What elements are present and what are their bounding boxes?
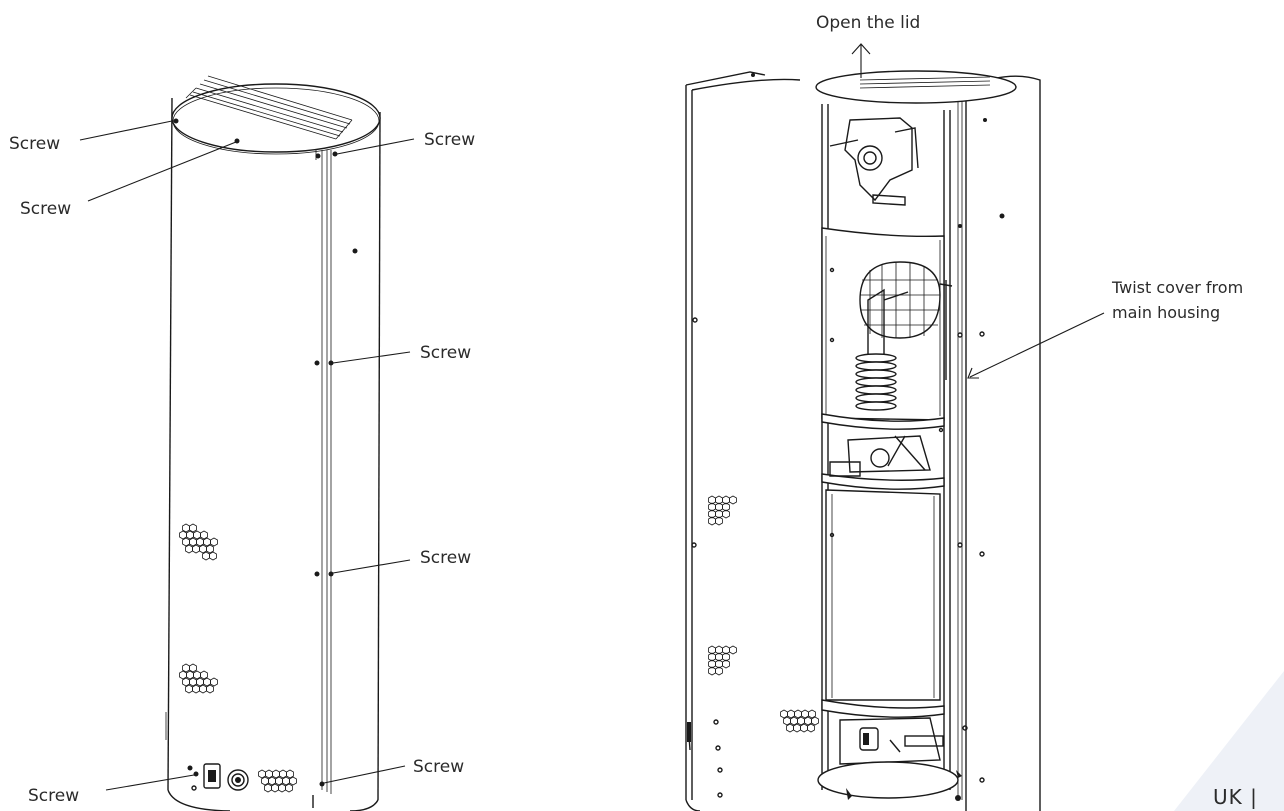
leader-screw-bottom-right <box>323 765 406 784</box>
screw-icon <box>328 571 334 577</box>
connection-panel <box>165 712 297 793</box>
vent-grille-right-lower <box>708 645 737 676</box>
vent-grille-lower <box>179 663 218 694</box>
leader-screw-top-left-lower <box>87 141 237 202</box>
label-screw-mid-upper: Screw <box>420 343 471 363</box>
screw-icon <box>319 781 325 787</box>
closed-unit-drawing: Screw Screw Screw Screw Screw Screw Scre… <box>9 75 475 811</box>
label-screw-bottom-right: Screw <box>413 757 464 777</box>
screw-icon <box>173 118 179 124</box>
corner-decoration <box>1174 671 1284 811</box>
screw-icon <box>315 153 321 159</box>
screw-icon <box>332 151 338 157</box>
leader-screw-mid-lower <box>332 559 411 574</box>
leader-screw-bottom-left <box>105 774 195 791</box>
label-screw-top-right: Screw <box>424 130 475 150</box>
arrow-head-icon <box>967 367 979 379</box>
screw-icon <box>328 360 334 366</box>
vent-grille-right-bottom <box>780 709 819 733</box>
filter-grid <box>859 261 941 339</box>
internal-chassis <box>817 104 985 801</box>
arrow-head-icon <box>851 43 871 55</box>
label-twist-cover-line2: main housing <box>1112 303 1220 322</box>
label-screw-mid-lower: Screw <box>420 548 471 568</box>
leader-screw-mid-upper <box>332 351 411 364</box>
label-open-lid: Open the lid <box>816 13 920 33</box>
label-screw-top-left-lower: Screw <box>20 199 71 219</box>
screw-icon <box>314 360 320 366</box>
lid-grille <box>185 75 353 140</box>
label-twist-cover-line1: Twist cover from <box>1111 278 1243 297</box>
vent-grille-right-upper <box>708 495 737 526</box>
screw-icon <box>193 771 199 777</box>
label-screw-bottom-left: Screw <box>28 786 79 806</box>
screw-icon <box>314 571 320 577</box>
opened-unit-drawing: Open the lid Twist cover from main housi… <box>685 13 1243 811</box>
screw-icon <box>352 248 358 254</box>
page-language-code: UK | <box>1213 785 1258 809</box>
label-screw-top-left: Screw <box>9 134 60 154</box>
leader-screw-top-right <box>336 138 415 155</box>
leader-screw-top-left <box>79 120 173 141</box>
vent-grille-upper <box>179 523 218 561</box>
leader-twist-cover <box>969 312 1105 378</box>
seam-rail <box>312 150 332 808</box>
bellows <box>855 288 909 411</box>
